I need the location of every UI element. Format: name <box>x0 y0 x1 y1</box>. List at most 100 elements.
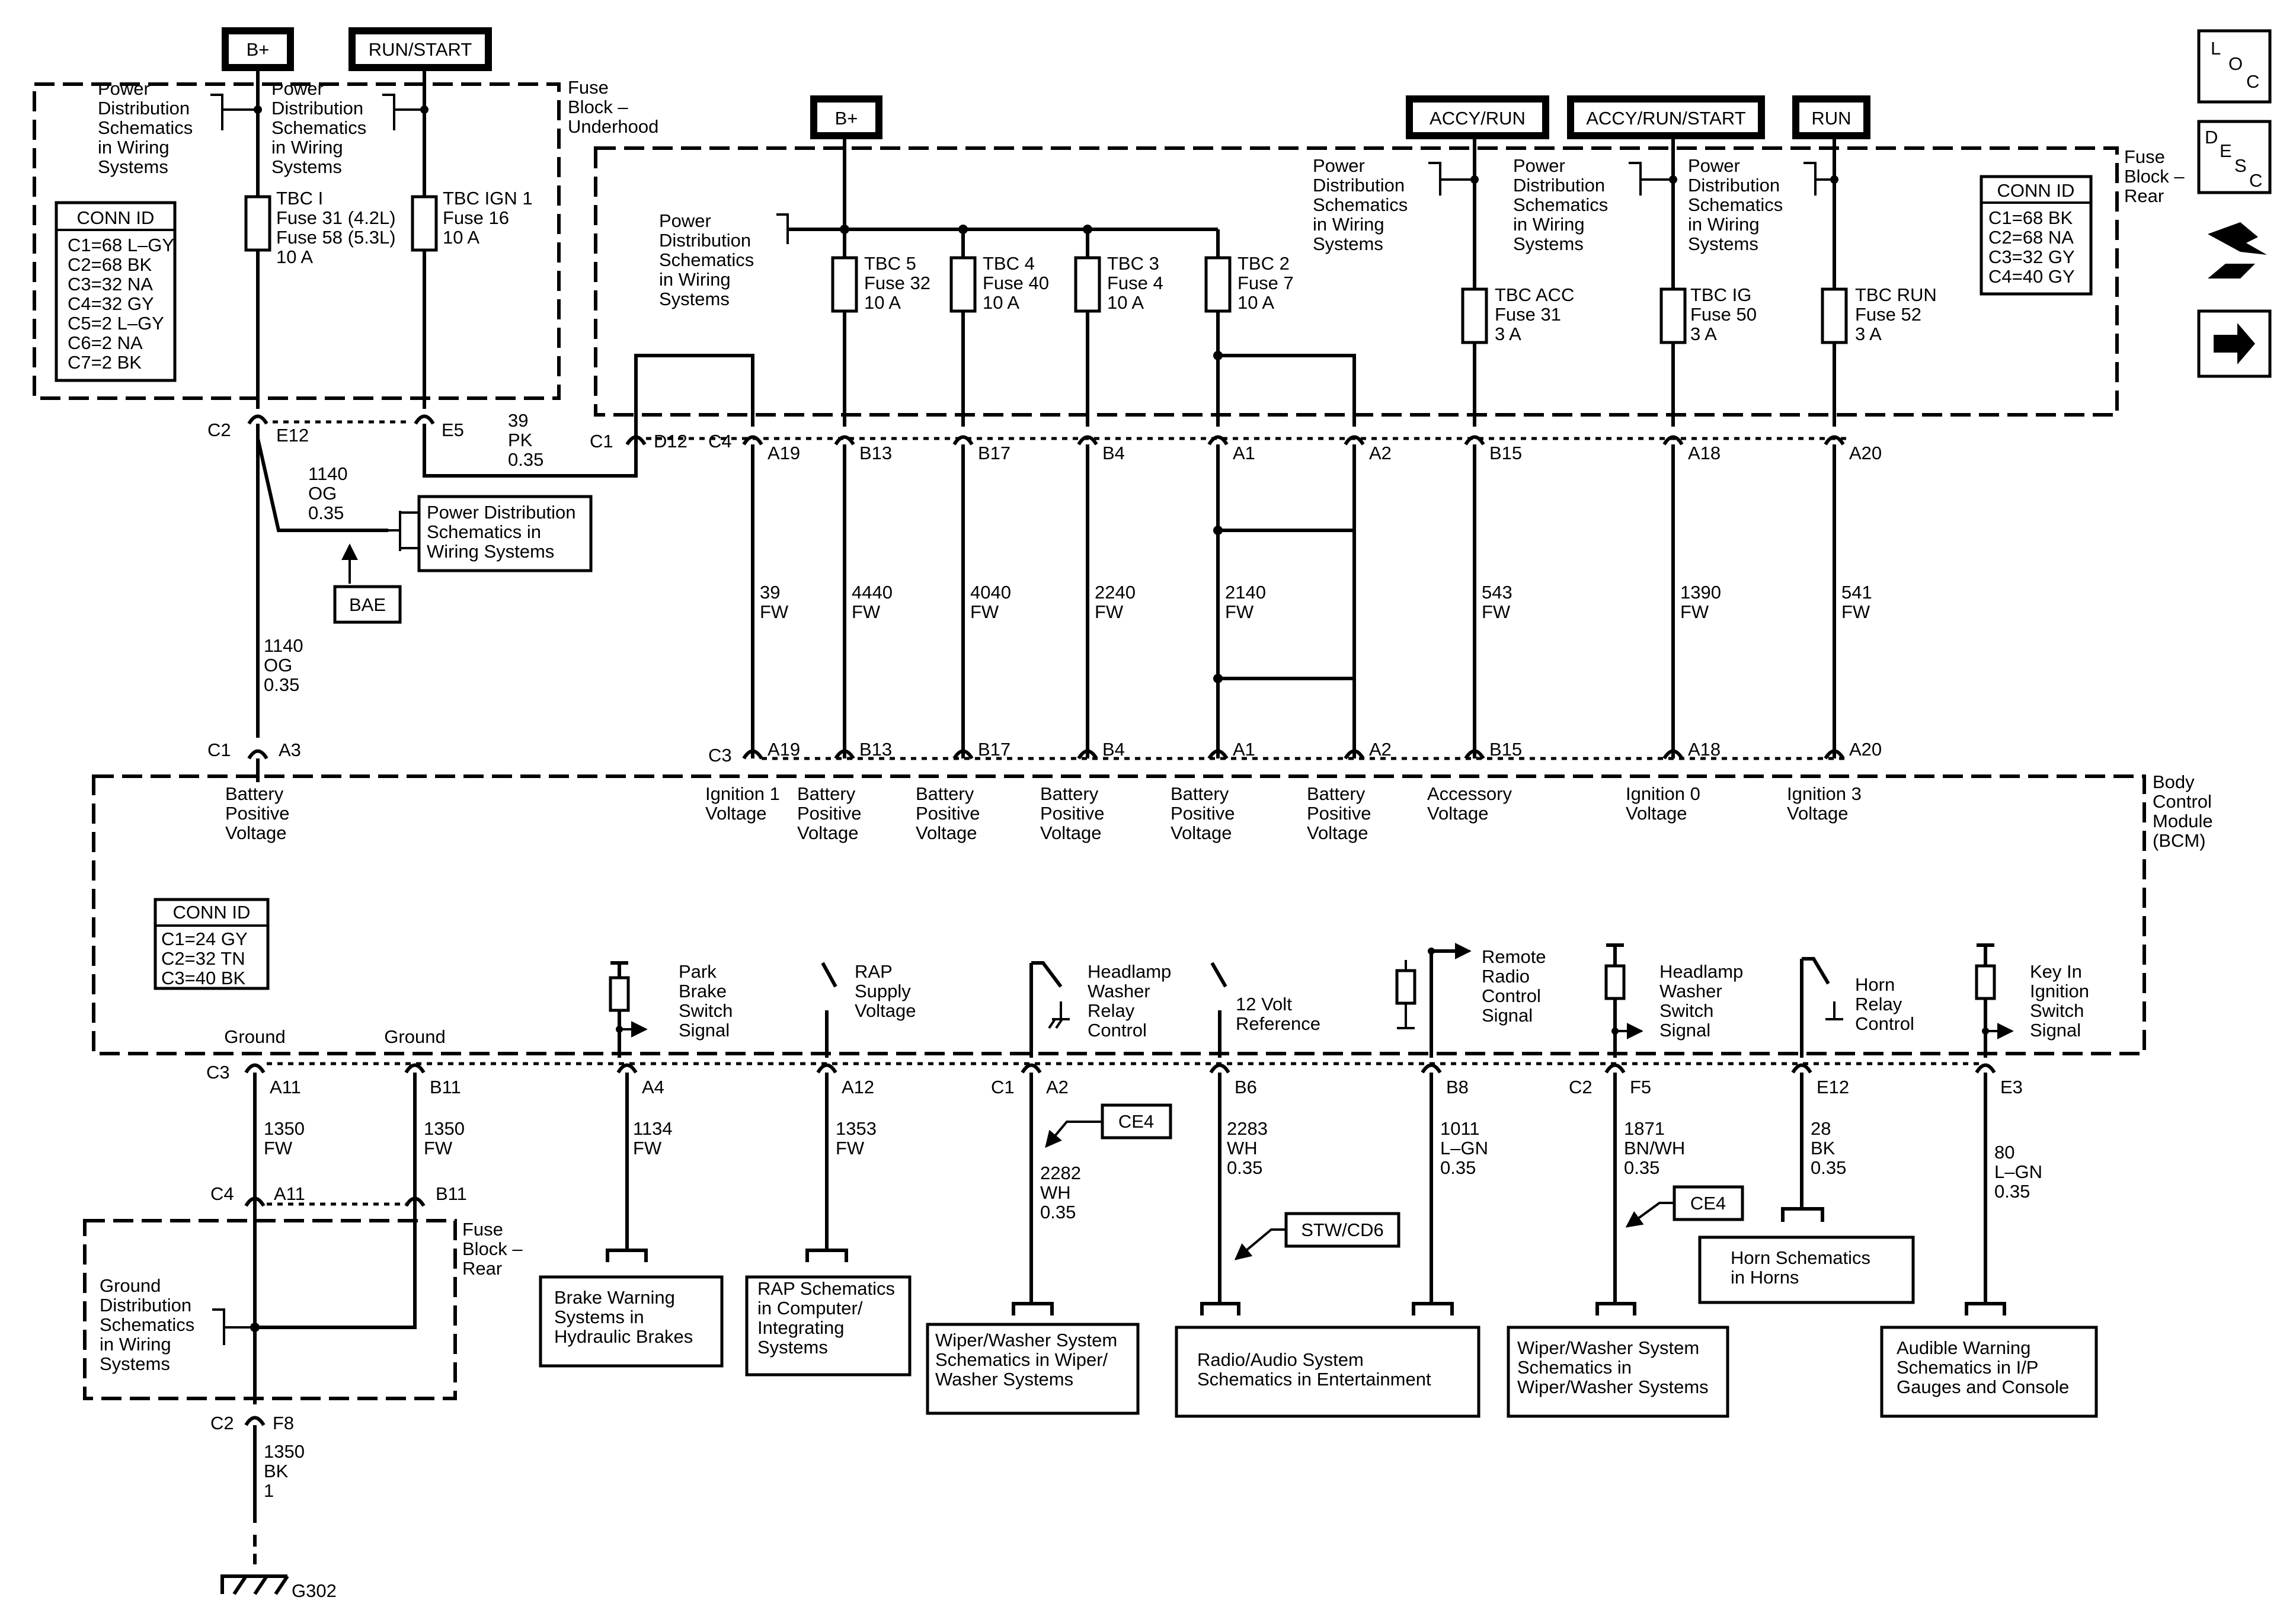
pin-out-b8: B8 <box>1446 1077 1469 1097</box>
conn-c4-lower: C4 <box>210 1183 234 1204</box>
pin-out-a2: A2 <box>1046 1077 1069 1097</box>
conn-id-bcm <box>154 898 270 990</box>
radio-audio-ref-box <box>1175 1326 1480 1418</box>
fuse-tbc2 <box>1204 256 1232 313</box>
svg-text:E: E <box>2220 140 2232 161</box>
b-plus-label-left: B+ <box>247 39 270 60</box>
fuse-tbc-ign1 <box>411 195 438 252</box>
conn-c2-out: C2 <box>1569 1077 1593 1097</box>
svg-text:C: C <box>2246 71 2259 92</box>
pin-bcm-b13: B13 <box>859 739 892 760</box>
pin-bcm-a2: A2 <box>1369 739 1392 760</box>
accy-run-label: ACCY/RUN <box>1430 108 1526 129</box>
svg-text:D: D <box>2205 127 2218 148</box>
wiper-washer-ref-box-2 <box>1507 1326 1729 1418</box>
bcm-ground-1: Ground <box>224 1026 285 1047</box>
b-plus-label-rear: B+ <box>835 108 858 129</box>
audible-warning-ref-box <box>1880 1326 2098 1418</box>
bae-option-box <box>333 585 402 624</box>
conn-id-rear <box>1980 175 2093 296</box>
stw-cd6-option-box <box>1284 1212 1400 1248</box>
wiper-washer-ref-box-1 <box>926 1323 1140 1415</box>
pin-rear-b17: B17 <box>978 443 1011 463</box>
fuse-tbc-ig <box>1659 287 1687 344</box>
accy-run-source <box>1406 95 1549 139</box>
conn-c1-out: C1 <box>991 1077 1015 1097</box>
pin-bcm-a1: A1 <box>1233 739 1255 760</box>
fuse-block-underhood-outline <box>33 82 561 400</box>
fuse-tbc-i <box>244 195 271 252</box>
ce4-option-box-1 <box>1101 1103 1172 1140</box>
fuse-block-rear-outline <box>594 146 2119 417</box>
pin-rear-a19: A19 <box>768 443 800 463</box>
bcm-outline <box>92 774 2146 1055</box>
conn-c1-bcm: C1 <box>207 740 231 760</box>
accy-run-start-source <box>1567 95 1765 139</box>
pin-rear-b13: B13 <box>859 443 892 463</box>
bae-option-label: BAE <box>349 594 386 615</box>
pin-f8: F8 <box>273 1413 294 1433</box>
conn-id-underhood-title: CONN ID <box>77 207 155 228</box>
conn-id-rear-title: CONN ID <box>1997 180 2075 201</box>
svg-text:L: L <box>2211 38 2221 59</box>
svg-text:O: O <box>2228 53 2243 74</box>
brake-warning-ref-box <box>539 1275 724 1368</box>
pin-rear-a18: A18 <box>1688 443 1721 463</box>
conn-id-underhood <box>55 201 177 382</box>
fuse-tbc3 <box>1074 256 1101 313</box>
pin-out-f5: F5 <box>1630 1077 1651 1097</box>
loc-button[interactable]: L O C <box>2197 29 2272 104</box>
pin-rear-b15: B15 <box>1489 443 1522 463</box>
wiring-harness-icon[interactable] <box>2208 222 2267 279</box>
conn-c2: C2 <box>207 420 231 440</box>
b-plus-source-rear <box>810 95 882 139</box>
next-arrow-icon[interactable] <box>2197 309 2272 378</box>
pin-rear-a20: A20 <box>1849 443 1882 463</box>
pin-out-b11: B11 <box>430 1077 461 1097</box>
desc-button[interactable]: D E S C <box>2197 120 2272 194</box>
pin-e12: E12 <box>276 425 309 446</box>
conn-c2-ground: C2 <box>210 1413 234 1433</box>
run-source <box>1792 95 1870 139</box>
